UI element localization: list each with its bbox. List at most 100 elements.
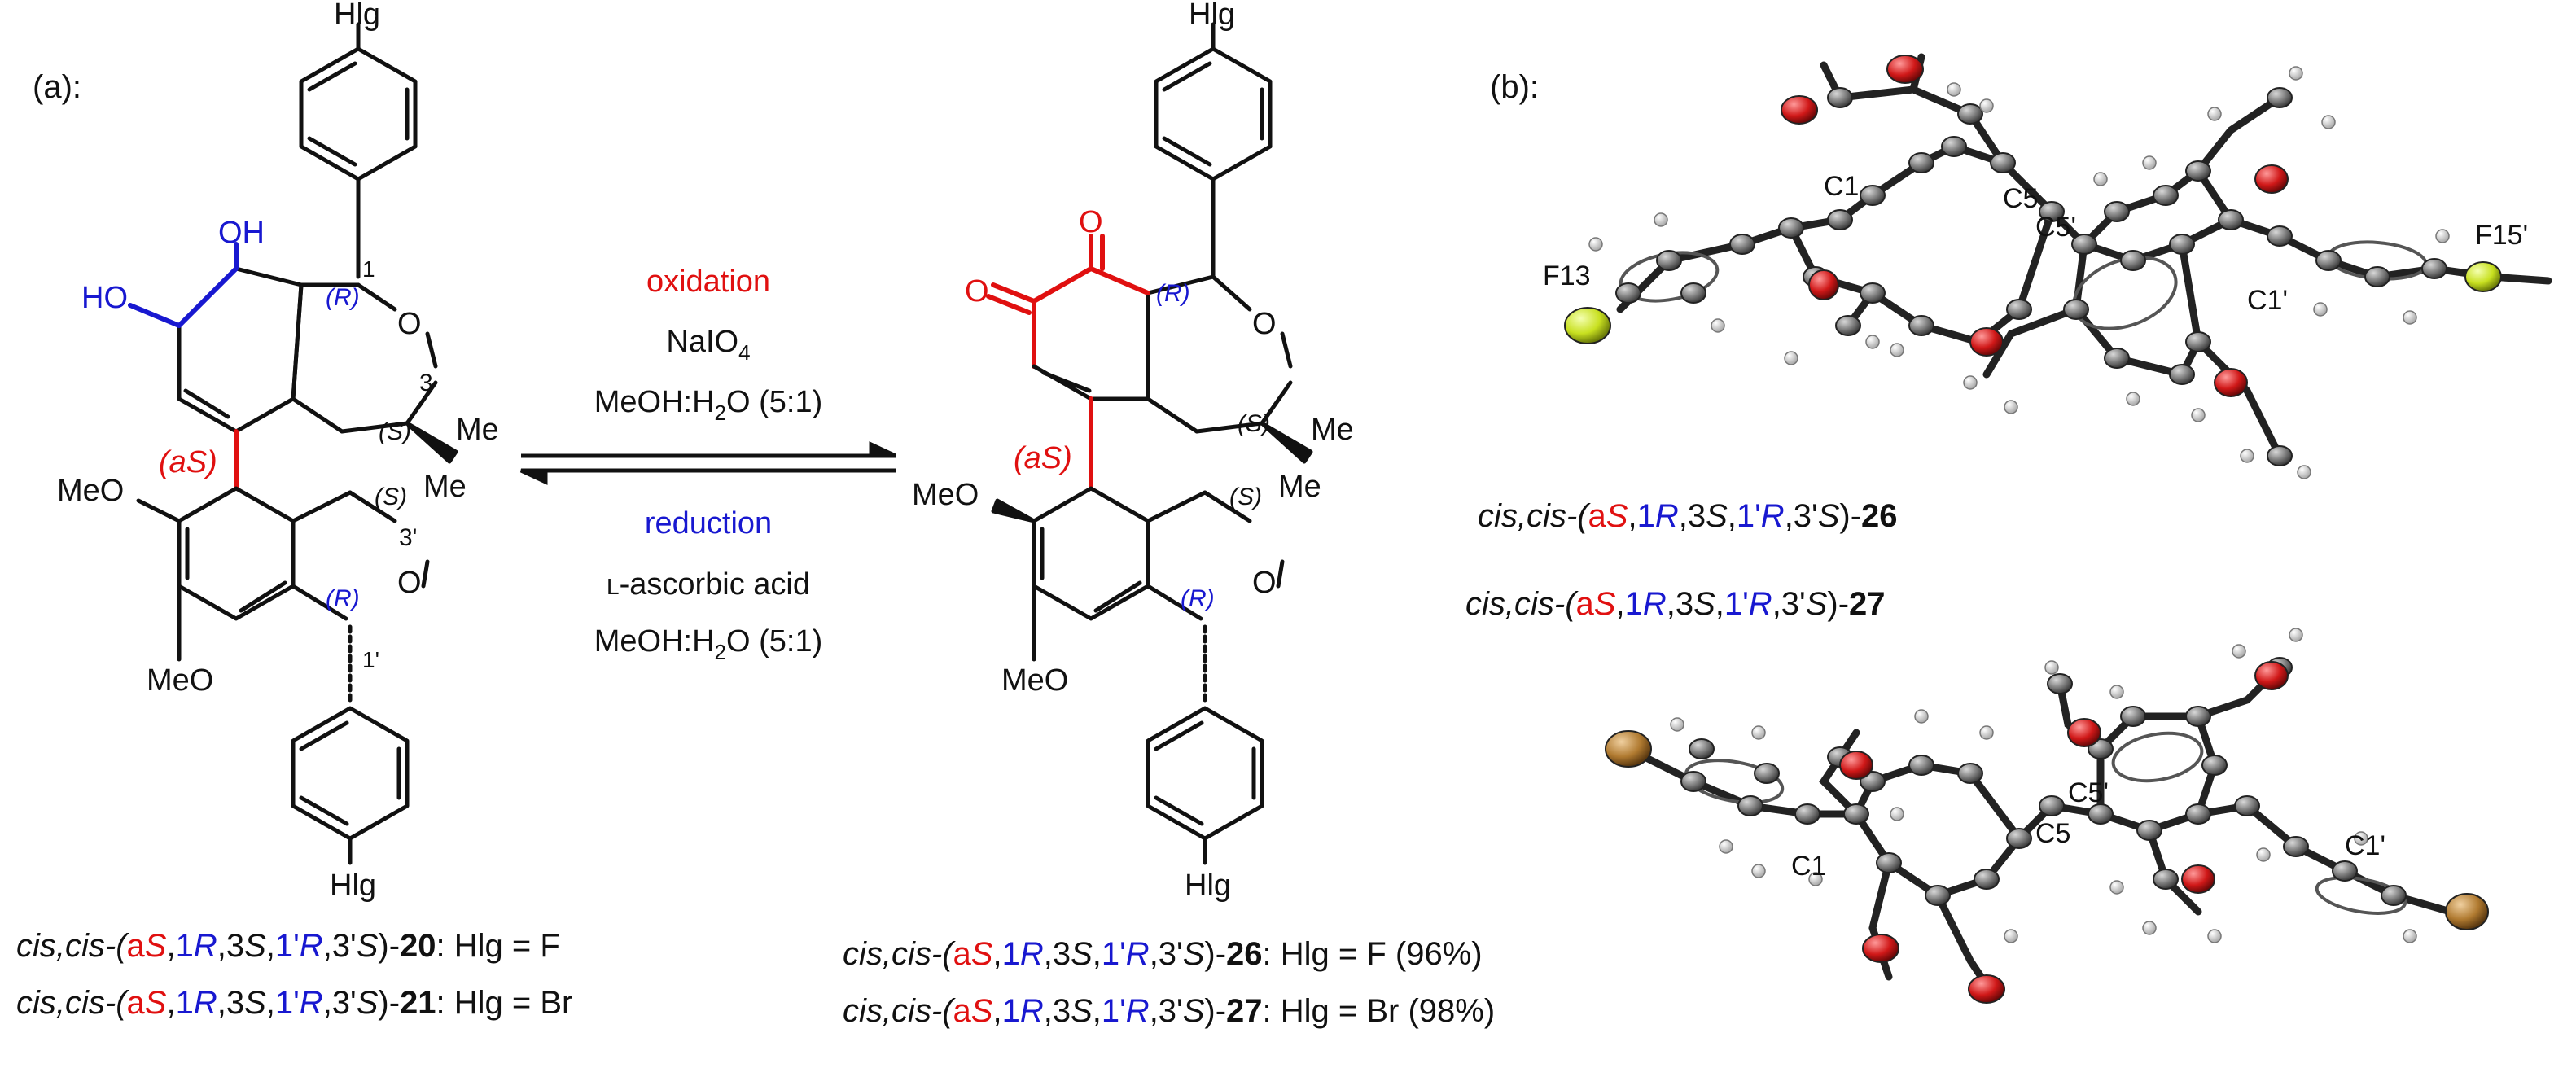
- bromine-atom-1: [1605, 730, 1652, 768]
- crystal-bottom-c1p: C1': [2345, 830, 2385, 861]
- carbon-atom: [1827, 87, 1853, 108]
- carbon-atom: [1680, 282, 1706, 304]
- ring-oxygen-bottom-right: O: [1252, 566, 1277, 600]
- carbon-atom: [1908, 755, 1934, 776]
- crystal-top-c5: C5: [2003, 183, 2038, 214]
- hydrogen-atom: [2289, 66, 2303, 81]
- carbon-atom: [2006, 299, 2032, 320]
- ring-oxygen-bottom-left: O: [397, 566, 422, 600]
- crystal-structure-27: C1 C5 C5' C1': [1605, 628, 2489, 1004]
- locant-1-prime: 1': [362, 647, 379, 672]
- carbon-atom: [1974, 869, 2000, 890]
- crystal-top-f13: F13: [1543, 260, 1591, 291]
- carbon-atom: [2120, 250, 2146, 271]
- bottom-aryl-ring-right: [1146, 706, 1264, 841]
- me-bottom-right: Me: [1278, 470, 1321, 504]
- solvent-top-label: MeOH:H2O (5:1): [594, 385, 823, 425]
- hlg-top-left: Hlg: [334, 0, 380, 32]
- carbon-atom: [1908, 315, 1934, 336]
- hydrogen-atom: [1808, 872, 1823, 886]
- caption-20: cis,cis-(aS,1R,3S,1'R,3'S)-20: Hlg = F: [16, 928, 560, 964]
- carbon-atom: [2136, 820, 2162, 841]
- hydrogen-atom: [2109, 880, 2124, 895]
- carbon-atom: [2364, 266, 2390, 287]
- carbon-atom: [2283, 836, 2309, 857]
- hydrogen-atom: [2126, 392, 2140, 406]
- fluorine-atom-f15p: [2464, 261, 2502, 292]
- top-aryl-ring: [299, 46, 418, 182]
- carbon-atom: [1794, 803, 1820, 825]
- panel-b-label: (b):: [1490, 69, 1539, 105]
- carbon-atom: [2267, 445, 2293, 466]
- locant-1: 1: [362, 256, 375, 282]
- carbon-atom: [1615, 282, 1641, 304]
- caption-26: cis,cis-(aS,1R,3S,1'R,3'S)-26: Hlg = F (…: [843, 936, 1483, 972]
- carbon-atom: [2218, 209, 2244, 230]
- carbon-atom: [1860, 185, 1886, 206]
- hydrogen-atom: [2142, 921, 2157, 935]
- carbon-atom: [2039, 795, 2065, 816]
- hlg-top-right: Hlg: [1189, 0, 1235, 32]
- crystal-bottom-c1: C1: [1791, 851, 1826, 882]
- hydrogen-atom: [1865, 335, 1880, 349]
- meo-upper-left: MeO: [57, 474, 124, 508]
- carbon-atom: [2104, 201, 2130, 222]
- hydrogen-atom: [2207, 929, 2222, 943]
- carbon-atom: [2047, 673, 2073, 694]
- stereo-r-top-right: (R): [1156, 280, 1190, 307]
- carbon-atom: [2063, 299, 2089, 320]
- me-top-right: Me: [1311, 413, 1354, 447]
- axial-as-left: (aS): [159, 445, 217, 479]
- carbon-atom: [1754, 763, 1780, 784]
- stereo-s-bottom-right: (S): [1229, 484, 1262, 510]
- ring-oxygen-top-right: O: [1252, 307, 1277, 341]
- carbon-atom: [2169, 364, 2195, 385]
- locant-3-prime: 3': [399, 524, 417, 551]
- ring-oxygen-top-left: O: [397, 307, 422, 341]
- hydrogen-atom: [1947, 82, 1961, 97]
- carbon-atom: [1990, 152, 2016, 173]
- crystal-caption-27: cis,cis-(aS,1R,3S,1'R,3'S)-27: [1465, 586, 1886, 622]
- stereo-s-top-right: (S): [1238, 410, 1270, 437]
- left-molecule-labels: Hlg OH HO O Me (R) 1 3 (S) (aS) MeO (S) …: [57, 0, 499, 903]
- carbon-atom: [2088, 803, 2114, 825]
- equilibrium-arrows: [519, 441, 897, 485]
- solvent-bottom-label: MeOH:H2O (5:1): [594, 624, 823, 664]
- carbon-atom: [2267, 87, 2293, 108]
- crystal-bottom-c5p: C5': [2068, 777, 2109, 808]
- crystal-top-f15p: F15': [2475, 220, 2528, 251]
- hydrogen-atom: [1751, 725, 1766, 740]
- lower-arene-ring-right: [1032, 486, 1150, 621]
- carbon-atom: [2185, 803, 2211, 825]
- carbon-atom: [2153, 185, 2179, 206]
- hydrogen-atom: [1588, 237, 1603, 252]
- carbon-atom: [2104, 348, 2130, 369]
- hydrogen-atom: [2256, 847, 2271, 862]
- hydrogen-atom: [2297, 465, 2311, 479]
- hydrogen-atom: [1711, 318, 1725, 333]
- stereo-r-bottom-right: (R): [1181, 585, 1215, 612]
- caption-21: cis,cis-(aS,1R,3S,1'R,3'S)-21: Hlg = Br: [16, 985, 573, 1021]
- carbon-atom: [1941, 136, 1967, 157]
- hydrogen-atom: [2004, 929, 2018, 943]
- hydrogen-atom: [2403, 310, 2417, 325]
- carbon-atom: [1925, 885, 1951, 906]
- carbon-atom: [2201, 755, 2228, 776]
- top-aryl-ring-right: [1154, 46, 1273, 182]
- carbon-atom: [2185, 160, 2211, 182]
- carbon-atom: [2039, 201, 2065, 222]
- fluorine-atom-f13: [1564, 307, 1611, 344]
- hydrogen-atom: [1654, 212, 1668, 227]
- crystal-bottom-c5: C5: [2035, 818, 2070, 849]
- hydrogen-atom: [2044, 660, 2059, 675]
- bottom-aryl-ring: [291, 706, 410, 841]
- carbon-atom: [2185, 331, 2211, 352]
- hydrogen-atom: [1979, 725, 1994, 740]
- carbon-atom: [2332, 860, 2358, 882]
- carbon-atom: [1876, 852, 1902, 873]
- panel-a-label: (a):: [33, 69, 81, 105]
- hydrogen-atom: [2354, 831, 2368, 846]
- carbon-atom: [1737, 795, 1763, 816]
- meo-lower-left: MeO: [147, 663, 213, 698]
- hydrogen-atom: [1890, 807, 1904, 821]
